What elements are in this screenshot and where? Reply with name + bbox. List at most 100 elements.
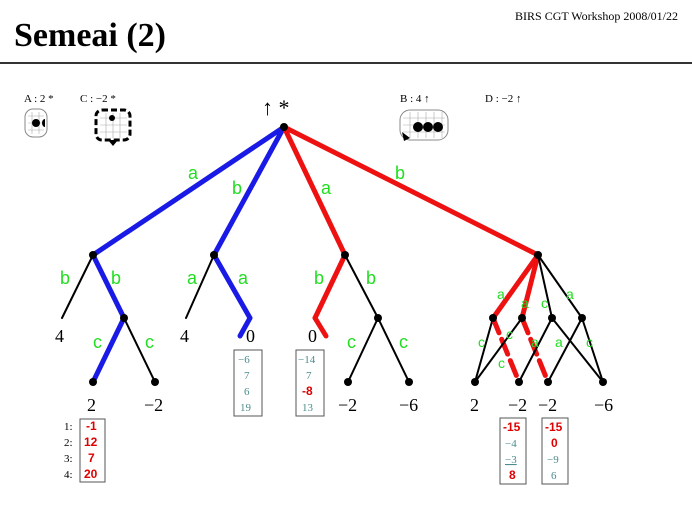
node-n4 — [534, 251, 542, 259]
go-position-b-icon — [399, 109, 449, 141]
node-p2 — [518, 314, 526, 322]
box-value: -8 — [302, 384, 313, 398]
edge-n3-leaf0 — [312, 252, 348, 321]
move-label: a — [187, 268, 198, 288]
leaf-value: 4 — [55, 326, 64, 346]
edge-n6-leafm6 — [377, 317, 410, 383]
move-label: a — [555, 334, 563, 350]
node-n2 — [210, 251, 218, 259]
edge-n3-n6 — [344, 254, 379, 319]
move-label: a — [238, 268, 249, 288]
move-label: a — [531, 334, 539, 350]
legend: A : 2 * C : −2 * B : 4 ↑ D : −2 ↑ — [24, 93, 521, 146]
move-label: b — [232, 178, 242, 198]
move-label: b — [314, 268, 324, 288]
node-n5 — [120, 314, 128, 322]
legend-label-b: B : 4 ↑ — [400, 93, 430, 105]
box-index: 4: — [64, 469, 73, 481]
edge-n2-stub — [237, 315, 253, 339]
root-value-label: ↑ * — [262, 95, 290, 120]
leaf-value: −2 — [538, 395, 557, 415]
node-leaf-n6a — [344, 378, 352, 386]
tree-nodes — [89, 123, 607, 386]
leaf-value: 2 — [87, 395, 96, 415]
move-labels: a b a b b b a a b b c c c c a a a c c c … — [60, 163, 593, 371]
edge-n5-leafm2 — [123, 317, 156, 383]
box-value: −3 — [505, 454, 517, 466]
leaf-value: −2 — [144, 395, 163, 415]
box-value: 19 — [240, 402, 252, 414]
box-value: -15 — [503, 420, 521, 434]
node-n1 — [89, 251, 97, 259]
box-value: 7 — [88, 451, 95, 465]
box-value: 20 — [84, 467, 98, 481]
slide-title: Semeai (2) — [14, 17, 167, 54]
move-label: b — [60, 268, 70, 288]
edge-root-n4 — [281, 124, 541, 258]
leaf-values: 4 4 0 0 2 −2 −2 −6 2 −2 −2 −6 — [55, 326, 613, 415]
node-p4 — [578, 314, 586, 322]
edge-n3-stub — [312, 315, 329, 339]
move-label: c — [399, 332, 408, 352]
move-label: c — [498, 355, 505, 371]
edge-n4-p2 — [519, 252, 541, 321]
edge-p1-l1 — [474, 317, 494, 383]
node-l2 — [515, 378, 523, 386]
node-n3 — [341, 251, 349, 259]
box-value: 6 — [244, 386, 250, 398]
move-label: b — [111, 268, 121, 288]
box-value: −4 — [505, 438, 517, 450]
edge-p3-l2 — [518, 317, 553, 383]
value-box-2: −6 7 6 19 — [233, 349, 263, 417]
move-label: b — [395, 163, 405, 183]
box-value: −9 — [547, 454, 559, 466]
edge-n1-leaf4 — [61, 254, 94, 319]
box-value: 0 — [551, 436, 558, 450]
edge-root-n3 — [281, 124, 348, 258]
go-position-c-icon — [94, 108, 132, 146]
node-leaf-n6b — [405, 378, 413, 386]
leaf-value: −2 — [338, 395, 357, 415]
box-index: 1: — [64, 421, 73, 433]
move-label: a — [188, 163, 199, 183]
edge-p1-l2 — [490, 315, 522, 385]
slide-header: Semeai (2) BIRS CGT Workshop 2008/01/22 — [0, 0, 692, 64]
node-l3 — [544, 378, 552, 386]
box-value: −14 — [298, 354, 316, 366]
leaf-value: −6 — [399, 395, 418, 415]
move-label: a — [321, 178, 332, 198]
box-value: 13 — [302, 402, 314, 414]
edge-n2-leaf0 — [211, 252, 253, 321]
box-value: 6 — [551, 470, 557, 482]
legend-label-a: A : 2 * — [24, 93, 54, 105]
move-label: a — [497, 286, 505, 302]
box-value: -15 — [545, 420, 563, 434]
go-position-a-icon — [24, 108, 48, 138]
move-label: c — [145, 332, 154, 352]
box-index: 2: — [64, 437, 73, 449]
leaf-value: 0 — [308, 326, 317, 346]
value-box-5: -15 0 −9 6 — [541, 417, 569, 485]
title-rule — [0, 62, 692, 64]
edge-n4-p3 — [537, 254, 553, 319]
node-leaf-2 — [89, 378, 97, 386]
legend-label-d: D : −2 ↑ — [485, 93, 521, 105]
edge-n4-p1 — [490, 252, 541, 321]
node-n6 — [374, 314, 382, 322]
value-box-1: 1: 2: 3: 4: -1 12 7 20 — [64, 418, 106, 483]
edge-n6-leafm2 — [347, 317, 379, 383]
move-label: c — [541, 295, 548, 311]
leaf-value: 2 — [470, 395, 479, 415]
leaf-value: −2 — [508, 395, 527, 415]
move-label: c — [93, 332, 102, 352]
move-label: b — [366, 268, 376, 288]
edge-root-n1 — [90, 124, 287, 258]
leaf-value: −6 — [594, 395, 613, 415]
edge-p4-l3 — [547, 317, 583, 383]
edge-n5-leaf2 — [90, 315, 127, 385]
node-l1 — [471, 378, 479, 386]
box-value: -1 — [86, 419, 97, 433]
move-label: c — [506, 326, 513, 342]
value-box-3: −14 7 -8 13 — [295, 349, 325, 417]
